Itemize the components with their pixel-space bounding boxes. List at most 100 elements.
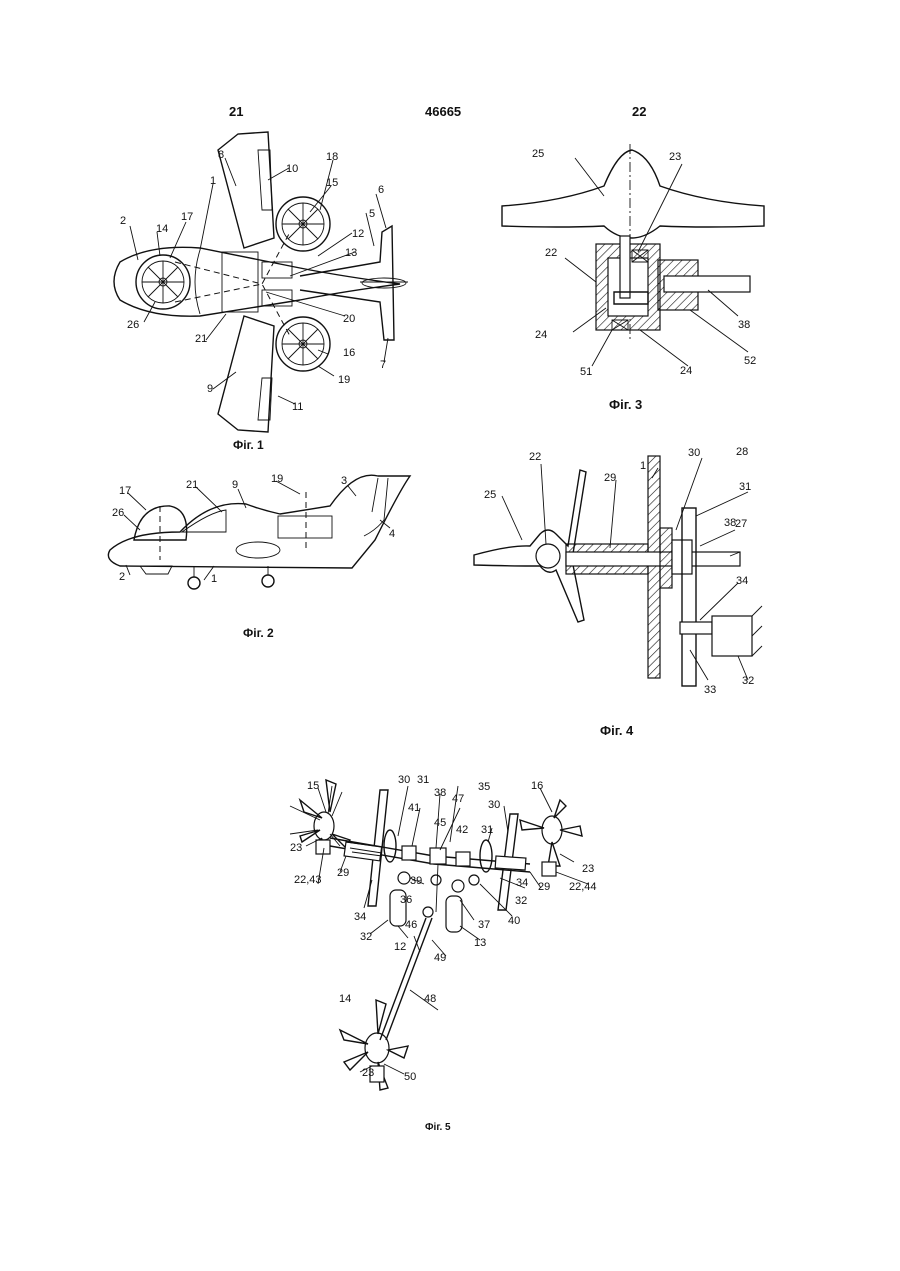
svg-text:32: 32 bbox=[515, 895, 527, 907]
figure-5-caption: Фіг. 5 bbox=[425, 1122, 451, 1133]
svg-text:22,43: 22,43 bbox=[294, 874, 322, 886]
svg-text:13: 13 bbox=[474, 937, 486, 949]
svg-text:15: 15 bbox=[307, 780, 319, 792]
svg-text:31: 31 bbox=[739, 481, 751, 493]
svg-text:9: 9 bbox=[207, 383, 213, 395]
svg-text:19: 19 bbox=[271, 473, 283, 485]
svg-text:29: 29 bbox=[337, 867, 349, 879]
svg-text:1: 1 bbox=[640, 460, 646, 472]
svg-text:26: 26 bbox=[127, 319, 139, 331]
svg-text:5: 5 bbox=[369, 208, 375, 220]
svg-text:22,44: 22,44 bbox=[569, 881, 597, 893]
svg-text:4: 4 bbox=[389, 528, 395, 540]
svg-text:27: 27 bbox=[735, 518, 747, 530]
gear-31-right bbox=[480, 840, 492, 872]
svg-text:34: 34 bbox=[516, 877, 528, 889]
figure-5-transmission: 15 16 14 12 13 23 23 23 22,43 22,44 29 2… bbox=[290, 774, 597, 1090]
svg-text:12: 12 bbox=[352, 228, 364, 240]
svg-text:20: 20 bbox=[343, 313, 355, 325]
lower-wing bbox=[218, 316, 274, 432]
motor-32 bbox=[712, 616, 752, 656]
svg-text:51: 51 bbox=[580, 366, 592, 378]
svg-text:12: 12 bbox=[394, 941, 406, 953]
svg-text:21: 21 bbox=[186, 479, 198, 491]
svg-text:49: 49 bbox=[434, 952, 446, 964]
svg-text:10: 10 bbox=[286, 163, 298, 175]
svg-text:26: 26 bbox=[112, 507, 124, 519]
fuselage-side bbox=[108, 475, 410, 568]
svg-text:31: 31 bbox=[481, 824, 493, 836]
svg-text:37: 37 bbox=[478, 919, 490, 931]
svg-text:32: 32 bbox=[742, 675, 754, 687]
svg-text:16: 16 bbox=[343, 347, 355, 359]
svg-text:19: 19 bbox=[338, 374, 350, 386]
svg-text:38: 38 bbox=[434, 787, 446, 799]
figure-3-hub-section: 25 23 22 24 24 38 51 52 bbox=[502, 144, 764, 378]
svg-text:30: 30 bbox=[488, 799, 500, 811]
svg-text:38: 38 bbox=[738, 319, 750, 331]
svg-text:2: 2 bbox=[119, 571, 125, 583]
figure-1-callouts: 1 2 5 6 7 8 9 10 11 12 13 14 15 16 17 18… bbox=[120, 149, 386, 413]
central-gearbox bbox=[430, 848, 446, 864]
figure-4-drive-section: 1 22 25 27 28 29 30 31 32 33 34 38 bbox=[474, 446, 762, 696]
svg-text:3: 3 bbox=[341, 475, 347, 487]
svg-text:9: 9 bbox=[232, 479, 238, 491]
svg-text:34: 34 bbox=[736, 575, 748, 587]
svg-text:23: 23 bbox=[669, 151, 681, 163]
svg-text:39: 39 bbox=[410, 875, 422, 887]
svg-text:7: 7 bbox=[380, 359, 386, 371]
svg-text:18: 18 bbox=[326, 151, 338, 163]
svg-text:8: 8 bbox=[218, 149, 224, 161]
svg-text:16: 16 bbox=[531, 780, 543, 792]
svg-text:29: 29 bbox=[538, 881, 550, 893]
figure-1-top-view: 1 2 5 6 7 8 9 10 11 12 13 14 15 16 17 18… bbox=[114, 132, 408, 432]
svg-text:23: 23 bbox=[582, 863, 594, 875]
svg-text:34: 34 bbox=[354, 911, 366, 923]
svg-text:15: 15 bbox=[326, 177, 338, 189]
gear-31-left bbox=[384, 830, 396, 862]
svg-text:31: 31 bbox=[417, 774, 429, 786]
svg-text:50: 50 bbox=[404, 1071, 416, 1083]
figure-1-caption: Фіг. 1 bbox=[233, 438, 264, 452]
svg-text:2: 2 bbox=[120, 215, 126, 227]
svg-text:14: 14 bbox=[156, 223, 168, 235]
svg-text:22: 22 bbox=[529, 451, 541, 463]
svg-text:17: 17 bbox=[119, 485, 131, 497]
svg-text:29: 29 bbox=[604, 472, 616, 484]
svg-text:14: 14 bbox=[339, 993, 351, 1005]
svg-text:33: 33 bbox=[704, 684, 716, 696]
svg-text:30: 30 bbox=[688, 447, 700, 459]
svg-text:40: 40 bbox=[508, 915, 520, 927]
svg-text:6: 6 bbox=[378, 184, 384, 196]
svg-text:52: 52 bbox=[744, 355, 756, 367]
upper-wing bbox=[218, 132, 274, 248]
svg-text:13: 13 bbox=[345, 247, 357, 259]
figure-4-caption: Фіг. 4 bbox=[600, 723, 634, 738]
svg-text:45: 45 bbox=[434, 817, 446, 829]
svg-text:30: 30 bbox=[398, 774, 410, 786]
svg-text:21: 21 bbox=[195, 333, 207, 345]
svg-text:24: 24 bbox=[680, 365, 692, 377]
svg-text:24: 24 bbox=[535, 329, 547, 341]
svg-text:23: 23 bbox=[362, 1067, 374, 1079]
svg-text:1: 1 bbox=[211, 573, 217, 585]
svg-text:22: 22 bbox=[545, 247, 557, 259]
svg-text:17: 17 bbox=[181, 211, 193, 223]
svg-text:41: 41 bbox=[408, 802, 420, 814]
wing-panel-1 bbox=[648, 456, 660, 678]
propeller-blade-25 bbox=[502, 150, 764, 238]
svg-text:36: 36 bbox=[400, 894, 412, 906]
figure-2-caption: Фіг. 2 bbox=[243, 626, 274, 640]
svg-text:25: 25 bbox=[484, 489, 496, 501]
svg-text:47: 47 bbox=[452, 793, 464, 805]
svg-text:23: 23 bbox=[290, 842, 302, 854]
engine-13 bbox=[446, 896, 462, 932]
svg-text:28: 28 bbox=[736, 446, 748, 458]
svg-text:48: 48 bbox=[424, 993, 436, 1005]
svg-text:38: 38 bbox=[724, 517, 736, 529]
figure-2-side-view: 1 2 3 4 9 17 19 21 26 bbox=[108, 473, 410, 589]
svg-text:42: 42 bbox=[456, 824, 468, 836]
svg-text:11: 11 bbox=[292, 401, 303, 413]
svg-text:46: 46 bbox=[405, 919, 417, 931]
